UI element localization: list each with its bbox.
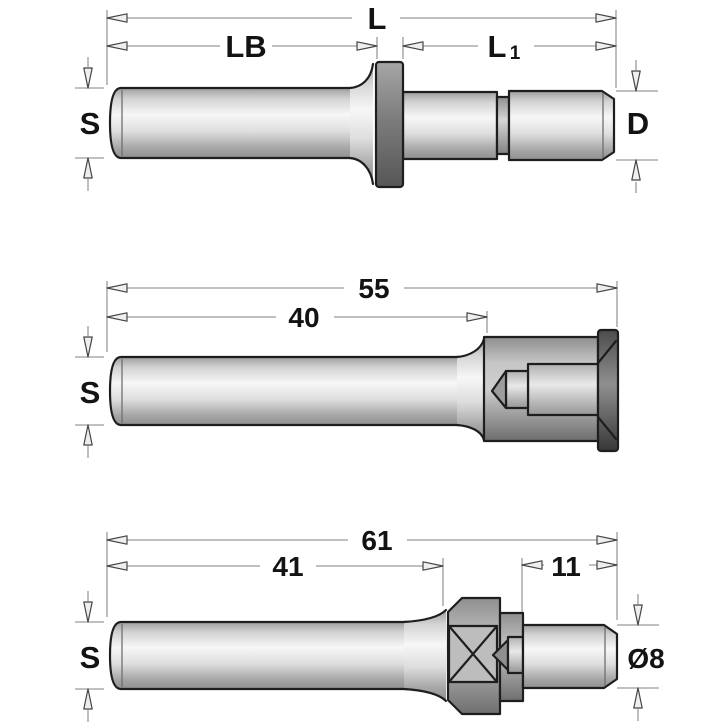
arrowhead-icon: [466, 312, 488, 322]
inner-pin-large: [526, 362, 600, 417]
shank-outline: [108, 86, 355, 160]
nut-face-diagonal: [447, 624, 499, 684]
flare: [350, 64, 373, 184]
arrowhead-icon: [106, 561, 128, 571]
arrowhead-icon: [83, 157, 93, 179]
arrowhead-icon: [83, 688, 93, 710]
collet-rim: [596, 328, 620, 453]
flare: [404, 610, 446, 701]
dim-label-D: D: [627, 106, 649, 141]
arrowhead-icon: [83, 67, 93, 89]
shank: [110, 622, 408, 689]
arrowhead-icon: [106, 13, 128, 23]
dim-label-41: 41: [272, 551, 303, 582]
dim-label-S: S: [80, 375, 101, 410]
shank-outline: [108, 620, 410, 691]
neck: [401, 90, 499, 161]
arrowhead-icon: [402, 41, 424, 51]
inner-pin-point: [490, 369, 508, 410]
arrowhead-icon: [596, 560, 618, 570]
flare-outline: [402, 608, 448, 624]
flare-outline: [348, 62, 375, 90]
view-bottom-arbor: 61 41 11 S Ø8: [75, 525, 665, 722]
arrowhead-icon: [106, 41, 128, 51]
threaded-stud: [521, 623, 619, 690]
rim-chamfer-line: [596, 339, 618, 365]
arrowhead-icon: [422, 561, 444, 571]
rim-chamfer-line: [596, 415, 618, 441]
flare: [457, 339, 484, 440]
arrowhead-icon: [631, 159, 641, 181]
arrowhead-icon: [83, 601, 93, 623]
shank: [110, 88, 353, 158]
threaded-end: [507, 89, 616, 162]
arrowhead-icon: [595, 41, 617, 51]
shank-outline: [108, 355, 462, 427]
arrowhead-icon: [595, 13, 617, 23]
arrowhead-icon: [596, 283, 618, 293]
dim-label-L1: L: [488, 29, 507, 64]
dim-label-40: 40: [288, 302, 319, 333]
dim-label-S: S: [80, 106, 101, 141]
inner-pin-small: [504, 369, 530, 410]
flange: [374, 60, 405, 189]
dim-label-11: 11: [551, 551, 581, 582]
arrowhead-icon: [631, 70, 641, 92]
dim-label-55: 55: [358, 273, 389, 304]
arrowhead-icon: [106, 283, 128, 293]
dim-label-S: S: [80, 640, 101, 675]
arrowhead-icon: [106, 535, 128, 545]
stud-root: [506, 635, 525, 675]
dim-label-L: L: [368, 1, 387, 36]
thread-relief-groove: [495, 95, 511, 156]
shank: [110, 357, 460, 425]
arrowhead-icon: [596, 535, 618, 545]
arrowhead-icon: [83, 336, 93, 358]
dim-label-diameter-8: Ø8: [627, 643, 664, 674]
dim-label-61: 61: [361, 525, 392, 556]
arrowhead-icon: [633, 687, 643, 709]
dim-label-LB: LB: [225, 29, 266, 64]
flare-outline: [348, 156, 375, 186]
dim-label-L1-subscript: 1: [510, 43, 521, 64]
view-middle-arbor: 55 40 S: [75, 273, 620, 458]
arrowhead-icon: [356, 41, 378, 51]
arrowhead-icon: [83, 424, 93, 446]
arrowhead-icon: [521, 560, 543, 570]
flare-outline: [402, 687, 448, 703]
arrowhead-icon: [633, 604, 643, 626]
view-top-arbor: L LB L 1 S D: [75, 1, 658, 193]
arrowhead-icon: [106, 312, 128, 322]
